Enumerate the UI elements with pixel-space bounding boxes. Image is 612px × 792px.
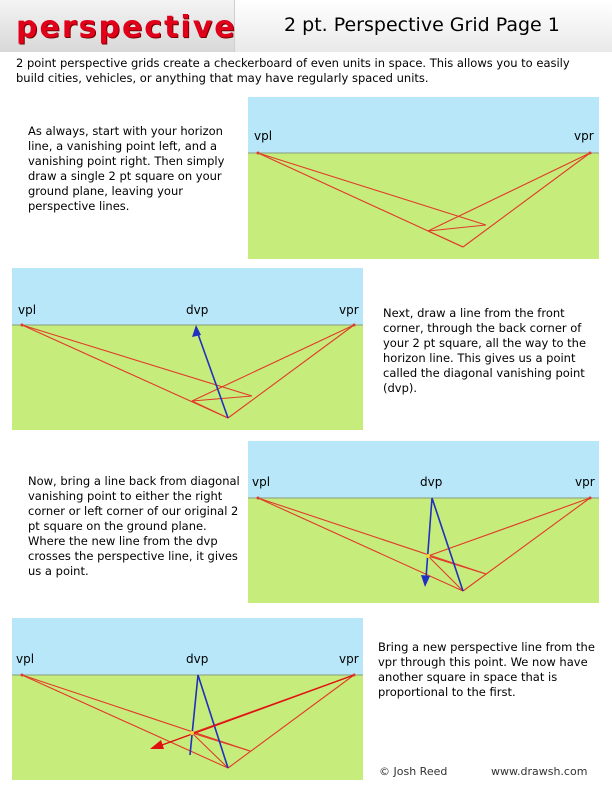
vpl-point (20, 673, 24, 677)
vpr-point (352, 673, 356, 677)
step-1-text: As always, start with your horizon line,… (28, 124, 225, 213)
vpr-label: vpr (339, 303, 359, 317)
vpl-point (256, 151, 260, 155)
step-4-text: Bring a new perspective line from the vp… (378, 640, 595, 699)
vpr-label: vpr (574, 129, 594, 143)
dvp-line (431, 497, 464, 592)
vpr-label: vpr (575, 475, 595, 489)
website-link[interactable]: www.drawsh.com (491, 765, 588, 778)
step-3-diagram: vpl dvp vpr (248, 441, 599, 603)
intersection-point (190, 731, 194, 735)
step-4-diagram: vpl dvp vpr (12, 618, 363, 780)
dvp-return-line (425, 497, 433, 579)
dvp-label: dvp (186, 303, 208, 317)
dvp-label: dvp (186, 652, 208, 666)
step-3-text: Now, bring a line back from diagonal van… (28, 474, 240, 578)
header-bar: perspective 2 pt. Perspective Grid Page … (0, 0, 612, 52)
page-title: 2 pt. Perspective Grid Page 1 (284, 14, 560, 36)
vpl-label: vpl (18, 303, 36, 317)
vpl-label: vpl (252, 475, 270, 489)
author-credit: © Josh Reed (379, 765, 448, 778)
return-arrowhead (421, 575, 430, 587)
sky (248, 441, 599, 498)
vpr-point (588, 496, 592, 500)
vpl-point (20, 323, 24, 327)
step-2-text: Next, draw a line from the front corner,… (383, 306, 587, 395)
dvp-line (197, 333, 229, 419)
perspective-lines (21, 324, 355, 419)
new-perspective-line (161, 674, 355, 746)
sky (12, 268, 363, 325)
vpl-point (256, 496, 260, 500)
perspective-lines (257, 497, 591, 592)
sky (12, 618, 363, 675)
intersection-point (426, 554, 430, 558)
perspective-lines (257, 152, 591, 248)
logo: perspective (16, 10, 237, 45)
dvp-return-line (189, 674, 199, 756)
intro-paragraph: 2 point perspective grids create a check… (16, 56, 570, 85)
ground-plane (12, 325, 363, 430)
dvp-arrowhead (192, 325, 201, 337)
dvp-label: dvp (420, 475, 442, 489)
new-line-arrowhead (150, 740, 164, 749)
step-2-diagram: vpl dvp vpr (12, 268, 363, 430)
vpl-label: vpl (16, 652, 34, 666)
sky (248, 97, 599, 153)
logo-box: perspective (0, 0, 235, 52)
vpl-label: vpl (254, 129, 272, 143)
step-1-diagram: vpl vpr (248, 97, 599, 259)
vpr-label: vpr (339, 652, 359, 666)
ground-plane (248, 153, 599, 259)
vpr-point (352, 323, 356, 327)
dvp-line (197, 674, 229, 769)
vpr-point (588, 151, 592, 155)
